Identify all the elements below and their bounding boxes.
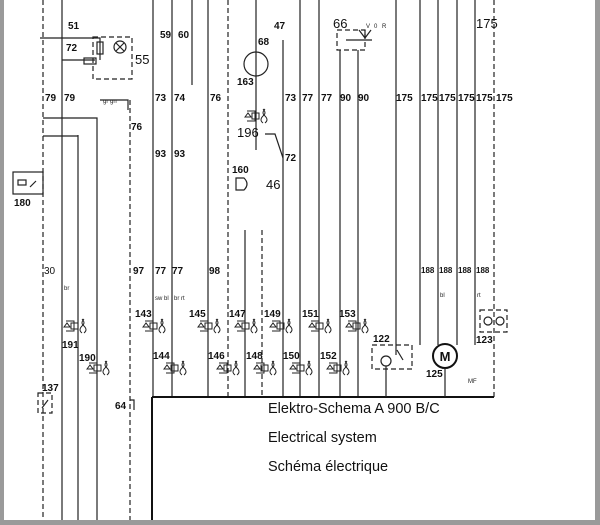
label-93: 93 xyxy=(155,149,167,160)
label-73: 73 xyxy=(285,93,297,104)
relay-149 xyxy=(270,319,292,333)
label-180: 180 xyxy=(14,198,31,209)
component-labels: 51 72 55 59 60 47 68 163 66 175 79 79 73… xyxy=(14,16,513,412)
relay-145 xyxy=(198,319,220,333)
label-190: 190 xyxy=(79,353,96,364)
relay-150 xyxy=(290,361,312,375)
label-46: 46 xyxy=(266,177,280,192)
label-143: 143 xyxy=(135,309,152,320)
label-93: 93 xyxy=(174,149,186,160)
wire-code: br xyxy=(64,286,69,292)
horn-163 xyxy=(243,51,269,77)
label-146: 146 xyxy=(208,351,225,362)
label-76: 76 xyxy=(210,93,222,104)
label-196: 196 xyxy=(237,125,259,140)
mf-stamp: MF xyxy=(468,379,477,385)
label-64: 64 xyxy=(115,401,127,412)
label-175: 175 xyxy=(496,93,513,104)
wires xyxy=(40,0,495,520)
label-153: 153 xyxy=(339,309,356,320)
label-123: 123 xyxy=(476,335,493,346)
label-59: 59 xyxy=(160,30,172,41)
label-77: 77 xyxy=(172,266,184,277)
label-73: 73 xyxy=(155,93,167,104)
label-175-top: 175 xyxy=(476,16,498,31)
label-149: 149 xyxy=(264,309,281,320)
label-90: 90 xyxy=(358,93,370,104)
label-122: 122 xyxy=(373,334,390,345)
relay-143 xyxy=(143,319,165,333)
label-145: 145 xyxy=(189,309,206,320)
label-72: 72 xyxy=(66,43,78,54)
label-30: 30 xyxy=(44,266,56,277)
label-98: 98 xyxy=(209,266,221,277)
label-68: 68 xyxy=(258,37,270,48)
label-160: 160 xyxy=(232,165,249,176)
relay-180 xyxy=(12,171,44,195)
wire-code: rt xyxy=(477,293,481,299)
label-175: 175 xyxy=(439,93,456,104)
label-148: 148 xyxy=(246,351,263,362)
label-51: 51 xyxy=(68,21,80,32)
component-symbols xyxy=(12,29,508,414)
wire-code: bl xyxy=(440,293,445,299)
label-125: 125 xyxy=(426,369,443,380)
relay-148 xyxy=(254,361,276,375)
relay-191 xyxy=(64,319,86,333)
relay-152 xyxy=(327,361,349,375)
label-144: 144 xyxy=(153,351,170,362)
label-147: 147 xyxy=(229,309,246,320)
document-page: M MF V 0 R gr gn br sw bl br rt bl rt 51… xyxy=(4,0,595,520)
label-74: 74 xyxy=(174,93,186,104)
label-188: 188 xyxy=(439,266,453,275)
label-191: 191 xyxy=(62,340,79,351)
label-175: 175 xyxy=(458,93,475,104)
label-76: 76 xyxy=(131,122,143,133)
wire-code: gr gn xyxy=(103,99,117,105)
label-66: 66 xyxy=(333,16,347,31)
label-163: 163 xyxy=(237,77,254,88)
label-77: 77 xyxy=(302,93,314,104)
diagram-title-german: Elektro-Schema A 900 B/C xyxy=(268,401,440,417)
label-188: 188 xyxy=(421,266,435,275)
label-60: 60 xyxy=(178,30,190,41)
lamp-icon xyxy=(113,40,127,54)
label-97: 97 xyxy=(133,266,145,277)
label-150: 150 xyxy=(283,351,300,362)
label-77: 77 xyxy=(321,93,333,104)
label-151: 151 xyxy=(302,309,319,320)
label-77: 77 xyxy=(155,266,167,277)
label-55: 55 xyxy=(135,52,149,67)
wiring-diagram: M MF V 0 R gr gn br sw bl br rt bl rt 51… xyxy=(12,0,513,520)
wire-code: sw bl xyxy=(155,296,169,302)
flasher-unit-55 xyxy=(92,36,133,80)
relay-144 xyxy=(164,361,186,375)
relay-153 xyxy=(346,319,368,333)
label-47: 47 xyxy=(274,21,286,32)
label-175: 175 xyxy=(476,93,493,104)
switch-137 xyxy=(37,392,53,414)
label-175: 175 xyxy=(421,93,438,104)
label-137: 137 xyxy=(42,383,59,394)
relay-151 xyxy=(309,319,331,333)
relay-147 xyxy=(235,319,257,333)
switch-pos-v: V xyxy=(366,24,370,30)
label-188: 188 xyxy=(476,266,490,275)
light-switch-122 xyxy=(371,344,413,370)
label-175: 175 xyxy=(396,93,413,104)
diagram-title-english: Electrical system xyxy=(268,430,377,446)
headlamp-160 xyxy=(235,177,248,191)
label-72: 72 xyxy=(285,153,297,164)
motor-label: M xyxy=(440,349,451,364)
label-79: 79 xyxy=(64,93,76,104)
wire-code: br rt xyxy=(174,296,185,302)
label-152: 152 xyxy=(320,351,337,362)
diagram-title-french: Schéma électrique xyxy=(268,459,389,475)
switch-pos-r: R xyxy=(382,24,387,30)
switch-pos-0: 0 xyxy=(374,24,378,30)
label-188: 188 xyxy=(458,266,472,275)
label-79: 79 xyxy=(45,93,57,104)
label-90: 90 xyxy=(340,93,352,104)
